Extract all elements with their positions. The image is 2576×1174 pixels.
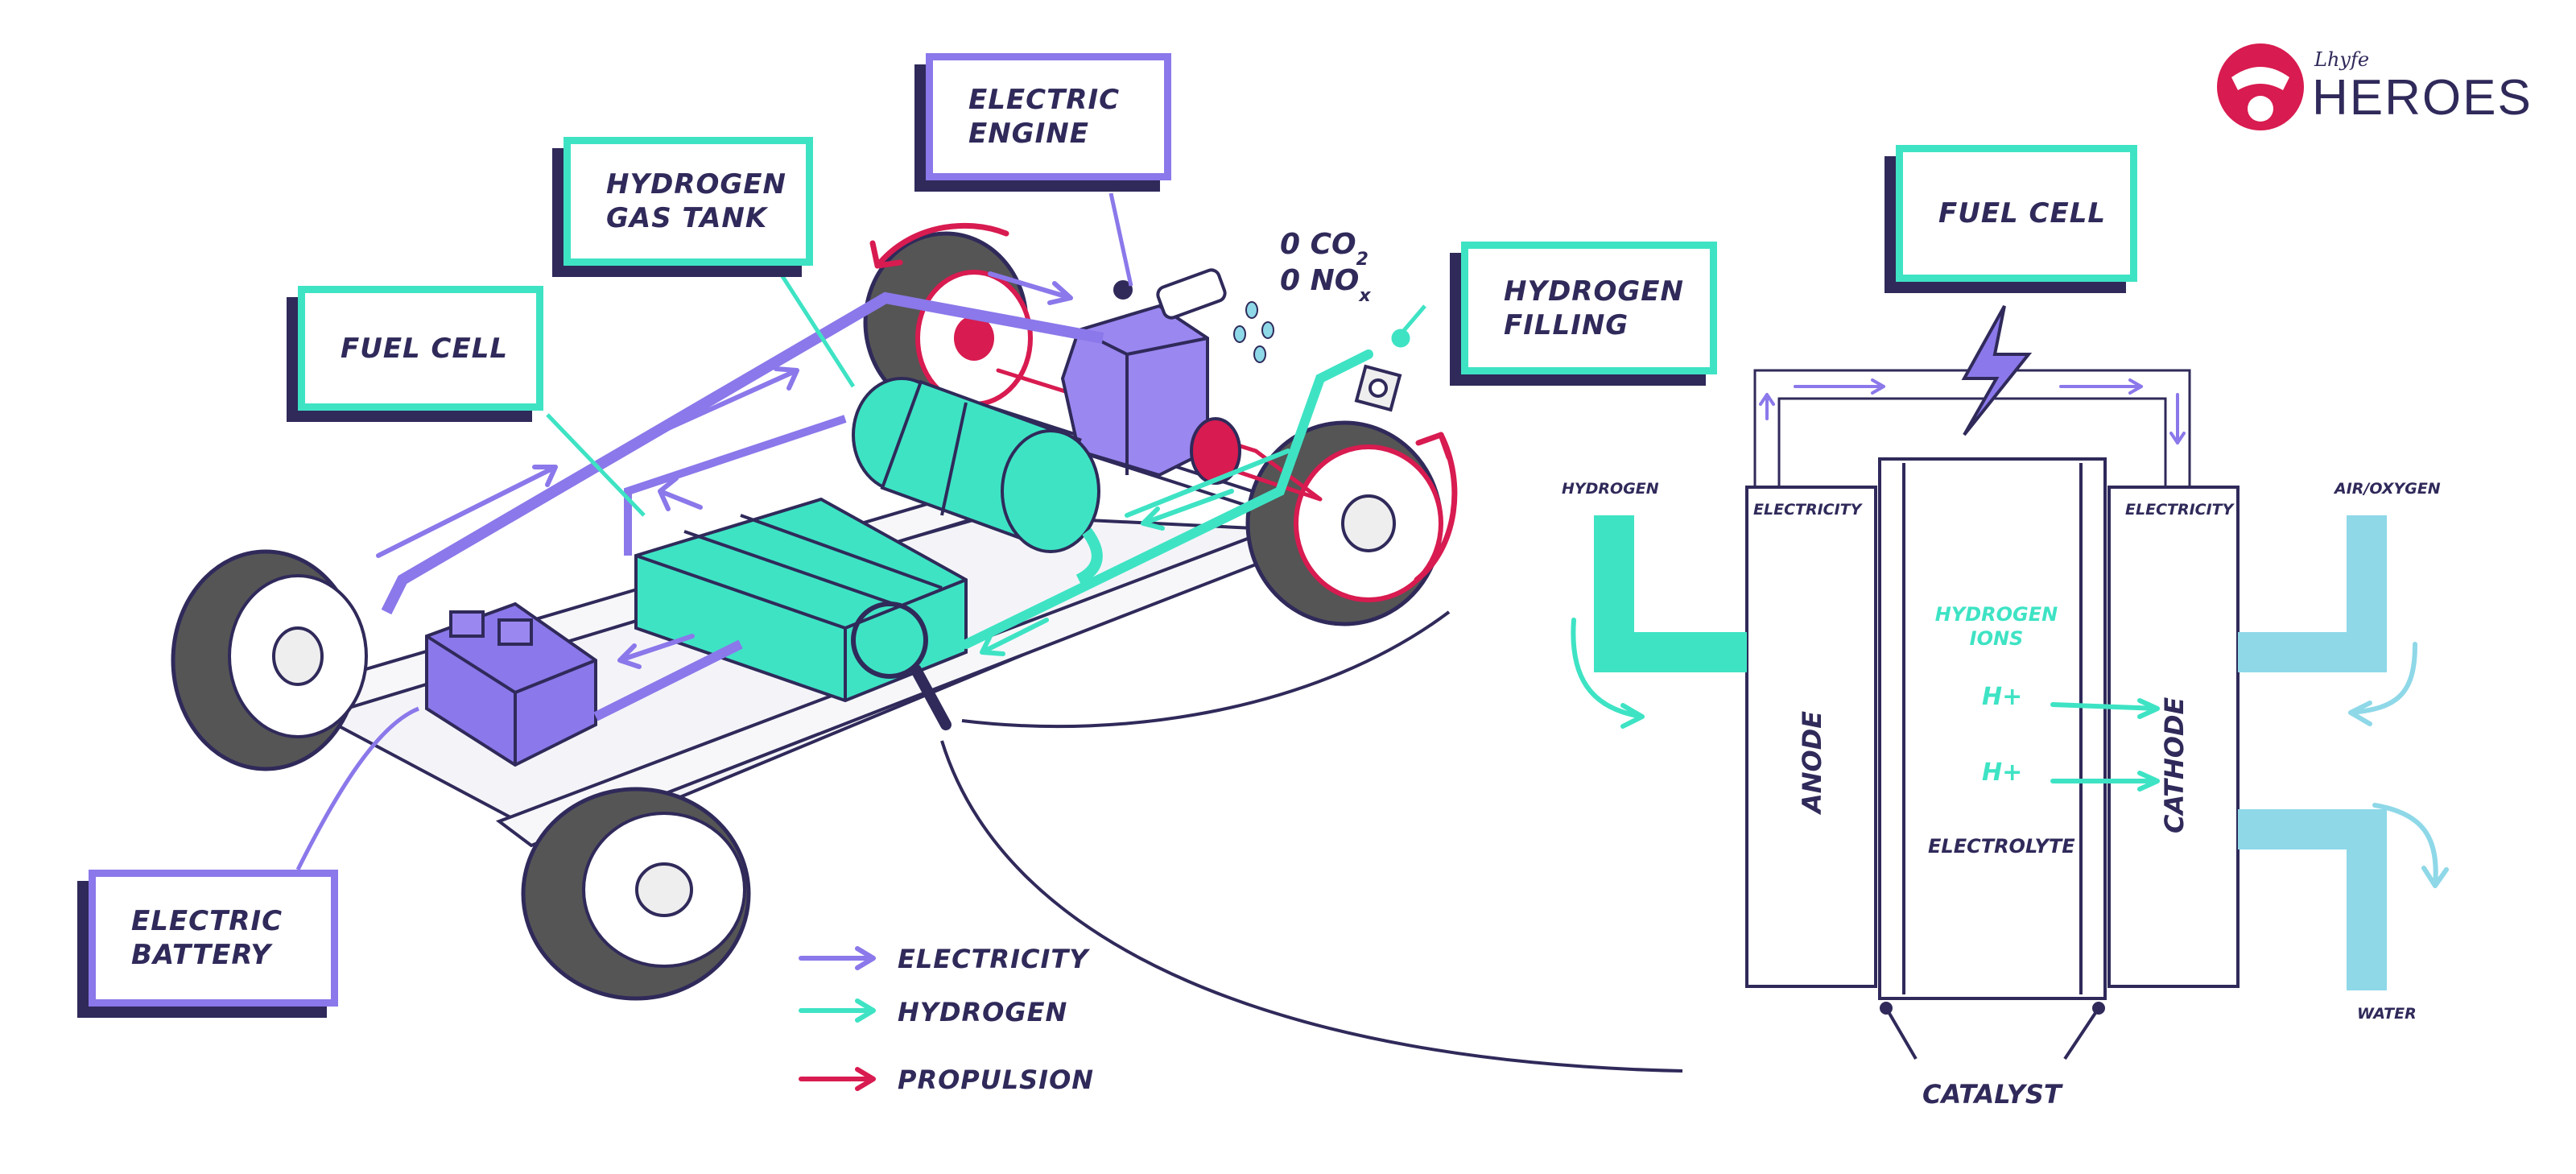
hydrogen-lines [961, 349, 1373, 656]
label-electric-engine: ELECTRIC ENGINE [926, 53, 1171, 180]
label-hydrogen-gas-tank: HYDROGEN GAS TANK [564, 137, 813, 266]
water-drops [1233, 301, 1274, 363]
label-electric-battery: ELECTRIC BATTERY [89, 870, 338, 1007]
label-connectors [546, 272, 1426, 517]
label-fuel-cell-diagram: FUEL CELL [1896, 145, 2137, 282]
label-fuel-cell: FUEL CELL [298, 286, 543, 411]
electric-engine [1060, 268, 1241, 485]
cathode-label: CATHODE [2159, 697, 2190, 833]
cell-catalyst-label: CATALYST [1922, 1079, 2062, 1110]
zoom-curve-top [961, 610, 1451, 729]
logo-big-text: HEROES [2312, 70, 2533, 126]
label-hydrogen-filling: HYDROGEN FILLING [1461, 242, 1717, 374]
ion-arrows [2050, 698, 2160, 792]
logo-small-text: Lhyfe [2314, 48, 2370, 71]
cell-hydrogen-ions-label: HYDROGEN IONS [1934, 603, 2058, 650]
catalyst-pointers [1880, 1002, 2105, 1060]
cell-electricity-left: ELECTRICITY [1753, 501, 1862, 519]
anode-label: ANODE [1797, 711, 1827, 816]
legend-propulsion: PROPULSION [898, 1064, 1095, 1095]
hydrogen-inlet-pipe [1594, 515, 1747, 672]
wheel-rear-left [521, 787, 751, 1001]
cell-water-label: WATER [2357, 1005, 2417, 1023]
cell-air-oxygen-label: AIR/OXYGEN [2334, 480, 2441, 498]
wheel-rear-right [1245, 420, 1443, 626]
electricity-arrows [376, 271, 1073, 669]
legend-hydrogen: HYDROGEN [898, 997, 1068, 1027]
hydrogen-filling-nozzle [1354, 364, 1402, 412]
zoom-curve-bottom [940, 740, 1683, 1073]
cell-electricity-right: ELECTRICITY [2125, 501, 2234, 519]
magnifier-icon [851, 601, 952, 730]
water-outlet-pipe [2238, 809, 2387, 990]
legend-electricity: ELECTRICITY [898, 944, 1089, 974]
lhyfe-heroes-logo-mark [2217, 43, 2304, 130]
lightning-icon [1961, 305, 2033, 436]
cell-h-plus-1: H+ [1982, 683, 2023, 711]
anode-plate [1745, 486, 1877, 988]
electric-battery [425, 601, 597, 767]
emission-co2: 0 CO2 [1280, 228, 1368, 270]
legend-arrows [799, 946, 876, 1091]
electrolyte-plate [1878, 457, 2107, 1000]
cell-hydrogen-label: HYDROGEN [1562, 480, 1659, 498]
emission-nox: 0 NOx [1280, 264, 1371, 306]
cell-electricity-arrows [1759, 378, 2186, 444]
cathode-plate [2107, 486, 2240, 988]
wheel-front-left [171, 549, 368, 771]
oxygen-inlet-pipe [2238, 515, 2387, 672]
cell-h-plus-2: H+ [1982, 759, 2023, 787]
cell-electrolyte-label: ELECTROLYTE [1928, 835, 2075, 858]
hydrogen-gas-tank [852, 377, 1103, 585]
